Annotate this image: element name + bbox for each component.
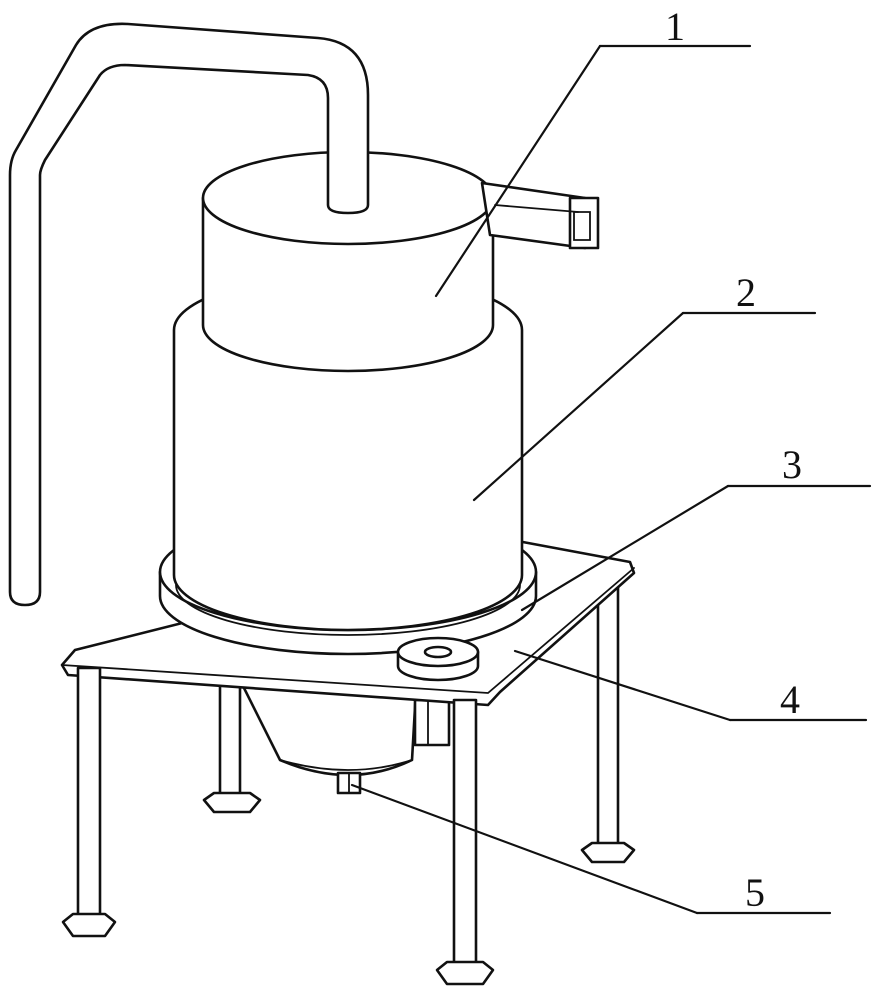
top-cylinder [201,150,495,373]
side-outlet-duct [480,181,600,250]
callout-1-label: 1 [665,4,685,49]
callout-3-label: 3 [782,442,802,487]
discharge-valve [336,771,362,795]
callout-5-label: 5 [745,870,765,915]
discharge-hopper [238,678,451,777]
feed-pipe [8,22,370,607]
back-right-leg [580,578,636,864]
callout-4-label: 4 [780,677,800,722]
leader-line-4 [513,649,868,722]
back-left-leg [202,678,262,814]
leader-line-5 [350,783,832,915]
front-right-leg [435,698,495,986]
leader-line-1 [434,44,752,298]
small-flange-ring [396,636,480,682]
front-left-leg [61,666,117,938]
callout-2-label: 2 [736,270,756,315]
leader-line-3 [520,484,872,612]
leader-line-2 [472,311,817,502]
